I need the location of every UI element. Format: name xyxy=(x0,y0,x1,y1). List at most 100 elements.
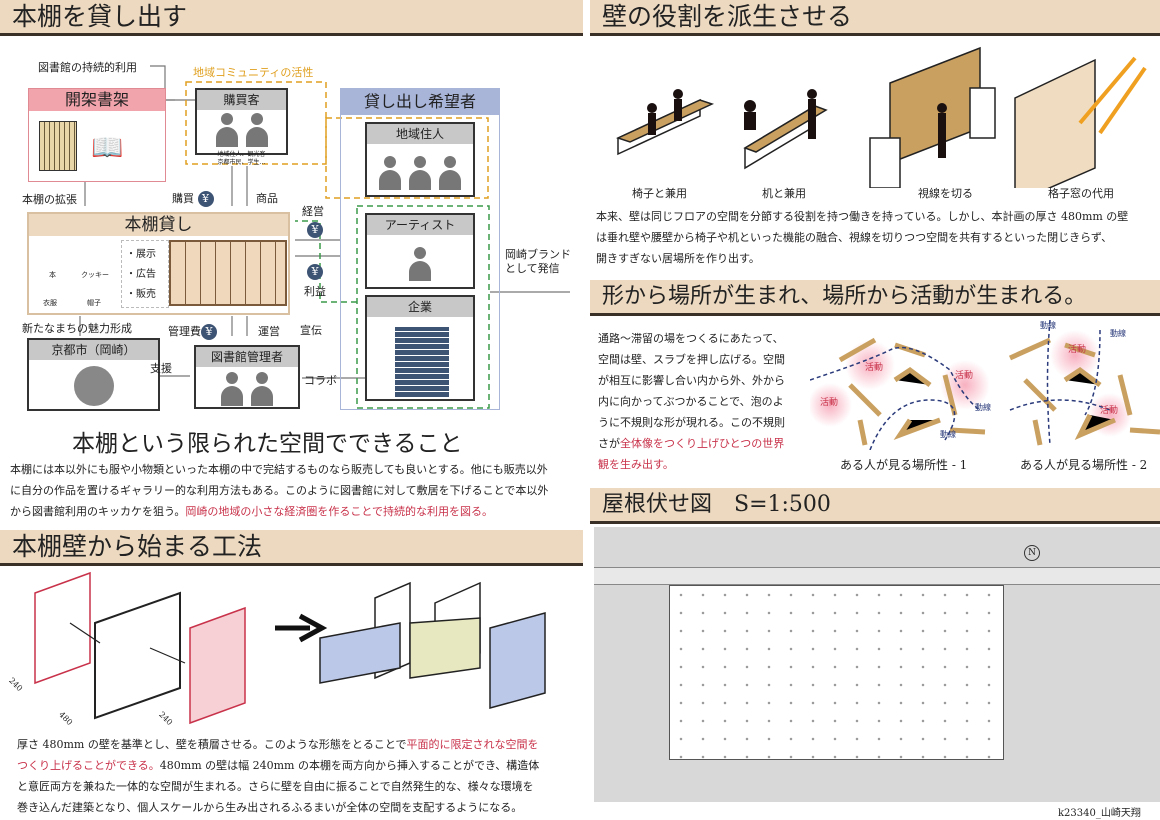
manager-title: 図書館管理者 xyxy=(196,347,298,367)
text-line: 空間は壁、スラブを押し広げる。空間 xyxy=(598,353,785,366)
text-line: さが全体像をつくり上げひとつの世界 xyxy=(598,437,785,450)
text-line: つくり上げることができる。480mm の壁は幅 240mm の本棚を両方向から挿… xyxy=(17,759,540,772)
bookshelf-grid-icon xyxy=(169,240,287,306)
section-header-wall-role: 壁の役割を派生させる xyxy=(590,0,1160,36)
residents-title: 地域住人 xyxy=(367,124,473,144)
section-header-lend: 本棚を貸し出す xyxy=(0,0,583,36)
label-purchase: 購買 ¥ xyxy=(172,190,214,207)
road xyxy=(594,567,1160,585)
lenders-box: 貸し出し希望者 xyxy=(340,88,500,410)
text-line: 内に向かってぶつかることで、泡のよ xyxy=(598,395,784,408)
kyoto-emblem-icon xyxy=(74,366,114,406)
open-shelf-title: 開架書架 xyxy=(29,89,165,111)
north-arrow-icon: N xyxy=(1024,545,1040,561)
wall-role-illustrations xyxy=(615,46,1147,188)
person-icon xyxy=(221,372,243,406)
buyers-title: 購買客 xyxy=(197,90,286,110)
text-line: と意匠両方を兼ねた一体的な空間が生まれる。さらに壁を自由に振ることで自然発生的な… xyxy=(17,780,534,793)
activity-label: 活動 xyxy=(820,396,838,408)
flow-label: 動線 xyxy=(1040,320,1056,330)
label-goods: 商品 xyxy=(256,192,278,205)
buyers-desc2: 京都市民、学生… xyxy=(217,159,266,166)
caption-place-1: ある人が見る場所性 - 1 xyxy=(840,458,968,472)
lenders-title: 貸し出し希望者 xyxy=(341,89,499,115)
person-icon xyxy=(245,113,268,147)
caption-desk: 机と兼用 xyxy=(762,187,806,200)
caption-place-2: ある人が見る場所性 - 2 xyxy=(1020,458,1148,472)
section-header-method: 本棚壁から始まる工法 xyxy=(0,530,583,566)
buyers-box: 購買客 地域住人、観光客 京都市民、学生… xyxy=(195,88,288,166)
label-community: 地域コミュニティの活性 xyxy=(193,66,314,79)
person-icon xyxy=(215,113,238,147)
form-body: 通路～滞留の場をつくるにあたって、 空間は壁、スラブを押し広げる。空間 が相互に… xyxy=(598,328,808,475)
label-profit: 利益 xyxy=(304,285,326,298)
label-support: 支援 xyxy=(150,362,172,375)
roof-plan: N xyxy=(594,527,1160,802)
text-line: は垂れ壁や腰壁から椅子や机といった機能の融合、視線を切りつつ空間を共有するといっ… xyxy=(596,231,1113,244)
person-icon xyxy=(439,156,461,190)
activity-label: 活動 xyxy=(955,369,973,381)
flow-label: 動線 xyxy=(940,429,956,439)
text-line: 観を生み出す。 xyxy=(598,458,674,471)
use-ad: ・広告 xyxy=(126,269,156,280)
company-box: 企業 xyxy=(365,295,475,401)
item-clothes: 衣服 xyxy=(43,299,57,307)
open-shelf-box: 開架書架 📖 xyxy=(28,88,166,182)
text-line: うに不規則な形が現れる。この不規則 xyxy=(598,416,785,429)
text-line: に自分の作品を置けるギャラリー的な利用方法もある。このように図書館に対して敷居を… xyxy=(10,484,549,497)
use-sale: ・販売 xyxy=(126,289,156,300)
label-manage: 経営 xyxy=(302,205,324,218)
text-line: 本棚には本以外にも服や小物類といった本棚の中で完結するものなら販売しても良いとす… xyxy=(10,463,548,476)
artist-title: アーティスト xyxy=(367,215,473,235)
credit: k23340_山崎天翔 xyxy=(1058,808,1141,819)
yen-icon: ¥ xyxy=(307,264,323,280)
person-icon xyxy=(379,156,401,190)
label-collab: コラボ xyxy=(304,374,337,387)
yen-icon: ¥ xyxy=(197,191,214,207)
kyoto-title: 京都市（岡崎） xyxy=(29,340,158,360)
office-building-icon xyxy=(395,327,449,397)
label-fee: 管理費¥ xyxy=(168,323,217,340)
shelf-rental-title: 本棚貸し xyxy=(29,214,288,236)
text-line: 巻き込んだ建築となり、個人スケールから生み出されるふるまいが全体の空間を支配する… xyxy=(17,801,523,814)
label-brand-2: として発信 xyxy=(505,262,560,275)
residents-box: 地域住人 xyxy=(365,122,475,197)
person-icon xyxy=(409,247,431,281)
label-operate: 運営 xyxy=(258,325,280,338)
item-cookie: クッキー xyxy=(81,271,109,279)
text-line: が相互に影響し合い内から外、外から xyxy=(598,374,785,387)
caption-chair: 椅子と兼用 xyxy=(632,187,687,200)
artist-box: アーティスト xyxy=(365,213,475,289)
flow-label: 動線 xyxy=(1110,328,1126,338)
wall-role-body: 本来、壁は同じフロアの空間を分節する役割を持つ働きを持っている。しかし、本計画の… xyxy=(596,206,1156,269)
caption-block-view: 視線を切る xyxy=(918,187,973,200)
activity-label: 活動 xyxy=(1100,404,1118,416)
caption-lattice: 格子窓の代用 xyxy=(1048,187,1114,200)
method-body: 厚さ 480mm の壁を基準とし、壁を積層させる。このような形態をとることで平面… xyxy=(17,734,582,818)
lend-heading: 本棚という限られた空間でできること xyxy=(72,431,463,457)
section-header-roof: 屋根伏せ図 S=1:500 xyxy=(590,488,1160,524)
flow-label: 動線 xyxy=(975,402,991,412)
lend-body: 本棚には本以外にも服や小物類といった本棚の中で完結するものなら販売しても良いとす… xyxy=(10,459,580,522)
label-expand: 本棚の拡張 xyxy=(22,193,77,206)
text-line: から図書館利用のキッカケを狙う。岡崎の地域の小さな経済圏を作ることで持続的な利用… xyxy=(10,505,494,518)
text-line: 厚さ 480mm の壁を基準とし、壁を積層させる。このような形態をとることで平面… xyxy=(17,738,539,751)
label-charm: 新たなまちの魅力形成 xyxy=(22,322,132,335)
method-illustrations xyxy=(34,571,546,725)
yen-icon: ¥ xyxy=(201,324,217,340)
label-sustainable-use: 図書館の持続的利用 xyxy=(38,61,137,74)
use-exhibit: ・展示 xyxy=(126,249,156,260)
company-title: 企業 xyxy=(367,297,473,317)
buyers-desc1: 地域住人、観光客 xyxy=(217,151,266,158)
site-plan xyxy=(669,585,1004,760)
label-ad: 宣伝 xyxy=(300,324,322,337)
item-book: 本 xyxy=(49,271,56,279)
label-brand-1: 岡崎ブランド xyxy=(505,248,571,261)
text-line: 通路～滞留の場をつくるにあたって、 xyxy=(598,332,784,345)
activity-label: 活動 xyxy=(1068,343,1086,355)
item-hat: 帽子 xyxy=(87,299,101,307)
uses-list: ・展示 ・広告 ・販売 xyxy=(121,240,169,308)
person-icon xyxy=(409,156,431,190)
section-header-form: 形から場所が生まれ、場所から活動が生まれる。 xyxy=(590,280,1160,316)
